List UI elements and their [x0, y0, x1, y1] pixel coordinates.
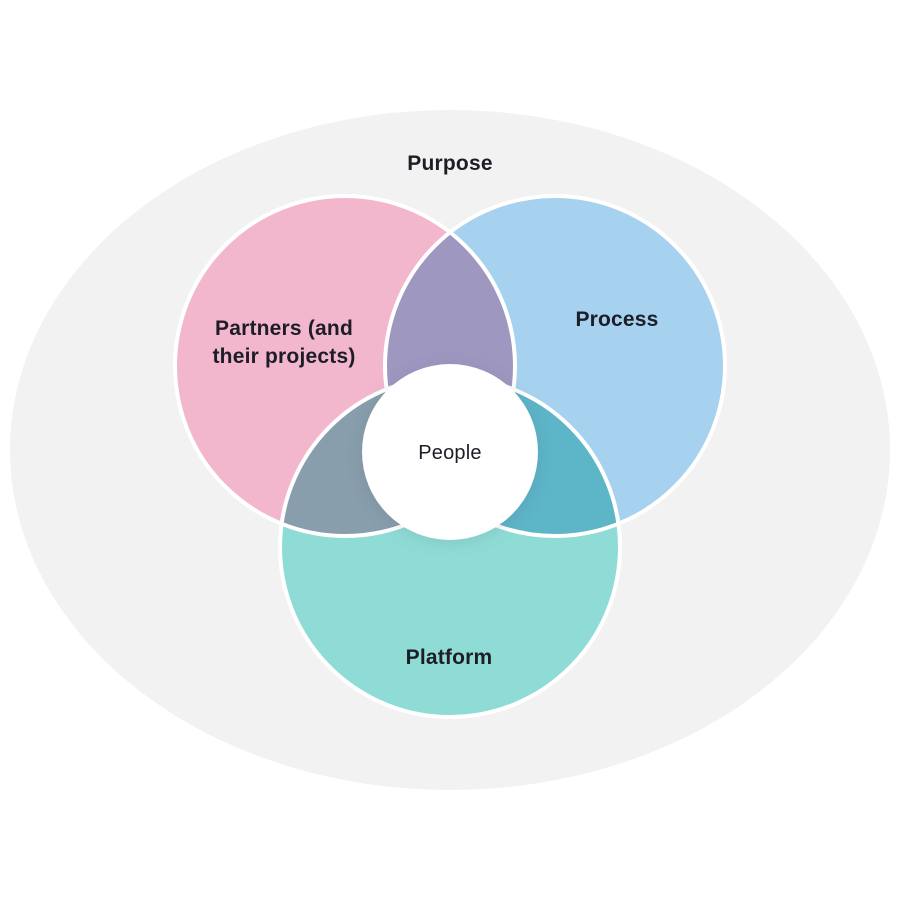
people-circle [362, 364, 538, 540]
partners-label-line1: Partners (and [215, 317, 353, 340]
purpose-label: Purpose [407, 152, 492, 175]
process-circle-outline [383, 194, 727, 538]
partners-label-line2: their projects) [212, 345, 355, 368]
process-label: Process [575, 308, 658, 331]
partners-circle-outline [173, 194, 517, 538]
people-label: People [418, 442, 481, 464]
platform-label: Platform [406, 646, 493, 669]
